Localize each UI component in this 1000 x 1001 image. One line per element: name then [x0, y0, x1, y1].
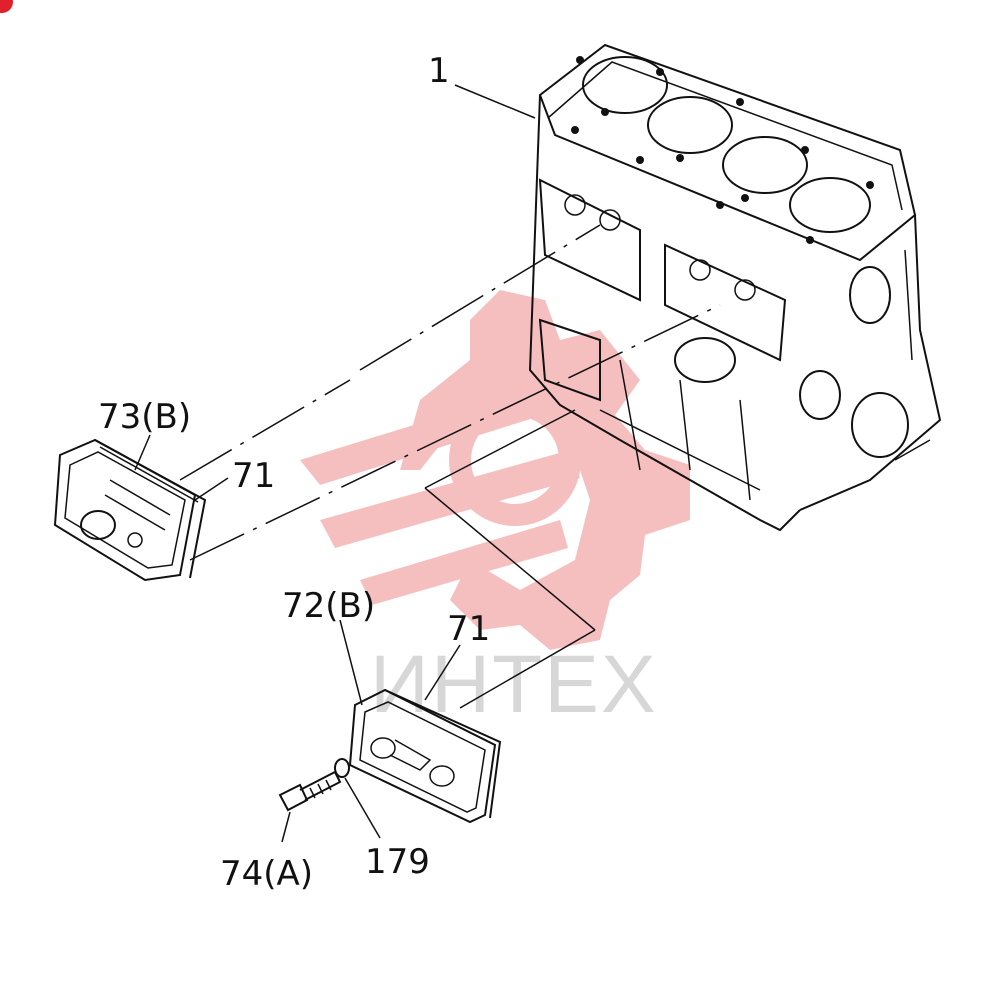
- part-label-1: 1: [428, 51, 450, 91]
- cylinder-bore: [789, 177, 871, 233]
- bolt-74a: [278, 770, 342, 812]
- side-window-upper: [538, 178, 641, 302]
- engine-block: [528, 43, 942, 532]
- part-label-179: 179: [365, 842, 430, 882]
- part-label-71-upper: 71: [232, 456, 275, 496]
- watermark-logo: [300, 290, 690, 650]
- leader-lines: [134, 84, 721, 843]
- red-dot-icon: [0, 0, 13, 13]
- cylinder-bore: [582, 56, 668, 114]
- part-label-73b: 73(B): [98, 397, 191, 437]
- cylinder-bore: [647, 96, 733, 154]
- washer-179: [334, 758, 350, 778]
- cylinder-bore: [722, 136, 808, 194]
- side-window-lower: [664, 243, 787, 362]
- part-label-74a: 74(A): [220, 854, 313, 894]
- watermark-text: ИНТЕХ: [370, 639, 658, 730]
- part-label-71-lower: 71: [447, 609, 490, 649]
- gasket-71-upper: [94, 439, 207, 579]
- part-label-72b: 72(B): [282, 586, 375, 626]
- gasket-71-lower: [384, 689, 502, 819]
